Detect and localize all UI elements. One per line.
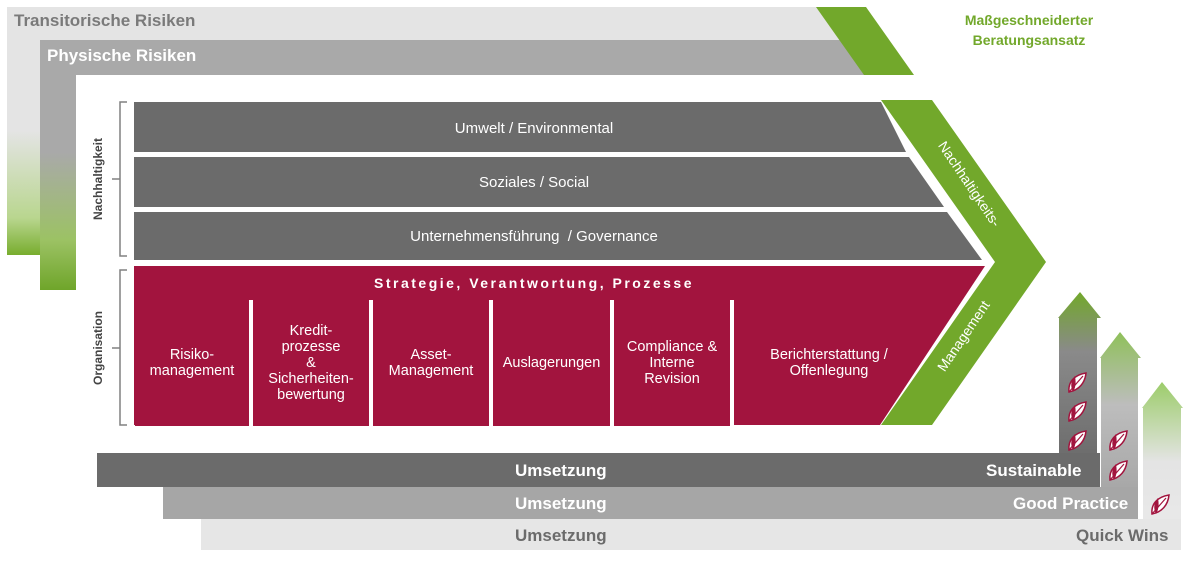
organisation-bracket (112, 269, 127, 426)
quick-wins-arrow (1142, 382, 1183, 527)
row-social (134, 157, 944, 207)
physische-band (40, 40, 888, 290)
leaf-icon (1068, 401, 1087, 422)
nachhaltigkeit-label-wrap: Nachhaltigkeit (48, 138, 148, 220)
management-chevron (881, 100, 1046, 425)
physische-risiken-title: Physische Risiken (47, 46, 197, 65)
approach-title-line1: Maßgeschneiderter (964, 12, 1094, 28)
pillar-compliance: Compliance & Interne Revision (614, 300, 730, 426)
pillar-berichterstattung: Berichterstattung / Offenlegung (770, 347, 888, 379)
row-environmental-label: Umwelt / Environmental (454, 120, 614, 137)
umsetzung-label-1: Umsetzung (515, 461, 607, 480)
good-practice-arrow (1100, 332, 1141, 494)
transitorische-band (7, 7, 864, 255)
pillar-risikomanagement: Risiko- management (135, 300, 249, 426)
organisation-label: Organisation (91, 311, 105, 386)
leaf-icon (1068, 372, 1087, 393)
approach-title: Maßgeschneiderter Beratungsansatz (934, 10, 1124, 50)
nachhaltigkeit-label: Nachhaltigkeit (91, 137, 105, 221)
nachhaltigkeit-bracket (112, 101, 127, 257)
approach-title-line2: Beratungsansatz (972, 32, 1086, 48)
level-good-practice-label: Good Practice (1013, 494, 1129, 513)
transitorische-risiken-title: Transitorische Risiken (14, 11, 196, 30)
level-quick-wins-label: Quick Wins (1076, 526, 1169, 545)
umsetzung-label-3: Umsetzung (515, 526, 607, 545)
umsetzung-bar-3 (201, 519, 1181, 550)
organisation-heading: Strategie, Verantwortung, Prozesse (374, 275, 694, 291)
pillar-asset-management: Asset- Management (373, 300, 489, 426)
umsetzung-bar-2 (163, 487, 1138, 519)
approach-tab (816, 7, 914, 75)
pillar-kreditprozesse: Kredit- prozesse & Sicherheiten- bewertu… (253, 300, 369, 426)
pillar-separators (249, 300, 734, 426)
row-governance (134, 212, 982, 260)
leaf-icon (1109, 460, 1128, 481)
leaf-icon (1109, 430, 1128, 451)
level-sustainable-label: Sustainable (986, 461, 1082, 480)
leaf-icon (1068, 430, 1087, 451)
row-environmental (134, 102, 906, 152)
leaf-icon (1151, 494, 1170, 515)
row-social-label: Soziales / Social (478, 174, 590, 191)
row-governance-label: Unternehmensführung / Governance (410, 228, 658, 245)
organisation-label-wrap: Organisation (48, 311, 148, 385)
umsetzung-bar-1 (97, 453, 1100, 487)
umsetzung-label-2: Umsetzung (515, 494, 607, 513)
pillar-auslagerungen: Auslagerungen (493, 300, 610, 426)
